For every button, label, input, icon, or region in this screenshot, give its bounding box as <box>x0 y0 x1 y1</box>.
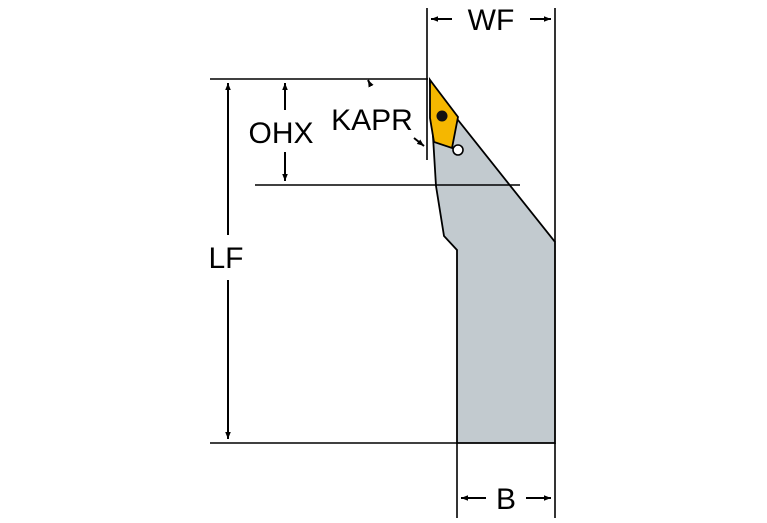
dimension-wf: WF <box>431 4 551 37</box>
extension-lines <box>210 8 556 518</box>
dimension-b: B <box>461 483 551 516</box>
dimension-ohx: OHX <box>248 83 314 181</box>
ohx-label: OHX <box>248 117 313 150</box>
b-label: B <box>496 483 516 516</box>
wf-label: WF <box>468 4 515 37</box>
dimension-kapr: KAPR <box>331 79 425 147</box>
screw-icon <box>452 144 464 156</box>
holder-body <box>428 76 556 444</box>
kapr-label: KAPR <box>331 104 413 137</box>
tool-holder <box>428 76 556 444</box>
insert-hole-icon <box>436 110 448 122</box>
lf-label: LF <box>208 242 243 275</box>
dimension-lf: LF <box>208 83 244 439</box>
